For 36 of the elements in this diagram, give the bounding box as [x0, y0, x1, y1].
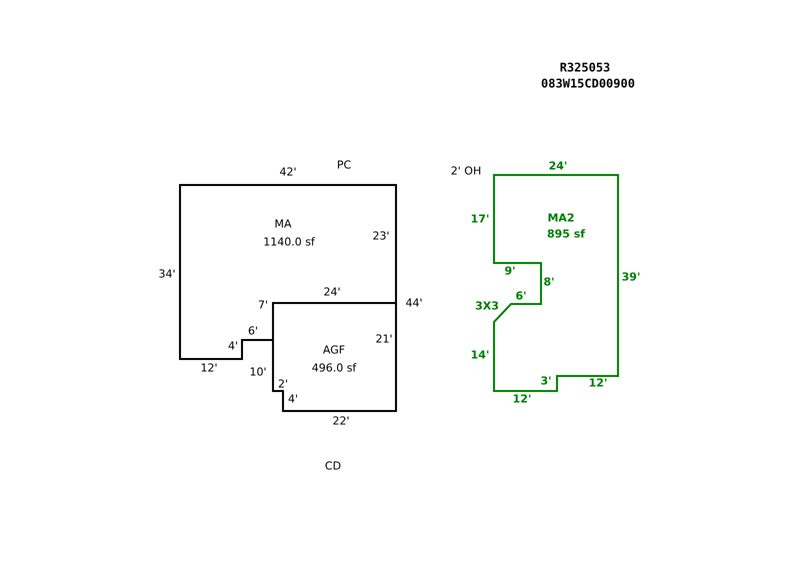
dimension-label: 12'	[512, 392, 532, 406]
dimension-label: 4'	[288, 392, 298, 406]
dimension-label: 4'	[228, 340, 238, 352]
dimension-label: 6'	[248, 324, 258, 338]
parcel-id: 083W15CD00900	[541, 78, 635, 90]
dimension-label: 22'	[332, 414, 350, 428]
dimension-label: 24'	[548, 160, 568, 172]
area-size: 496.0 sf	[312, 362, 356, 374]
parcel-id: R325053	[560, 62, 610, 74]
dimension-label: 24'	[323, 286, 341, 298]
dimension-label: 10'	[249, 366, 267, 378]
dimension-label: 21'	[375, 332, 393, 346]
dimension-label: 6'	[515, 290, 527, 302]
dimension-label: 34'	[158, 268, 176, 280]
dimension-label: 44'	[405, 296, 423, 310]
dimension-label: 39'	[622, 270, 640, 284]
area-name: AGF	[322, 344, 346, 356]
dimension-label: 12'	[200, 362, 218, 374]
dimension-label: 8'	[543, 276, 555, 288]
side-note: 2' OH	[450, 164, 482, 178]
dimension-label: 3X3	[475, 300, 499, 312]
dimension-label: 42'	[279, 166, 297, 178]
dimension-label: 23'	[372, 230, 390, 242]
dimension-label: 14'	[470, 348, 490, 362]
side-note: PC	[336, 158, 352, 172]
dimension-label: 17'	[470, 212, 490, 226]
dimension-label: 7'	[258, 298, 268, 312]
dimension-label: 9'	[504, 264, 516, 278]
dimension-label: 2'	[278, 378, 288, 390]
area-name: MA	[274, 218, 292, 230]
area-name: MA2	[547, 212, 575, 224]
area-size: 1140.0 sf	[263, 236, 315, 248]
dimension-label: 12'	[588, 376, 608, 390]
dimension-label: 3'	[540, 374, 552, 388]
area-size: 895 sf	[546, 228, 586, 240]
side-note: CD	[324, 460, 342, 472]
